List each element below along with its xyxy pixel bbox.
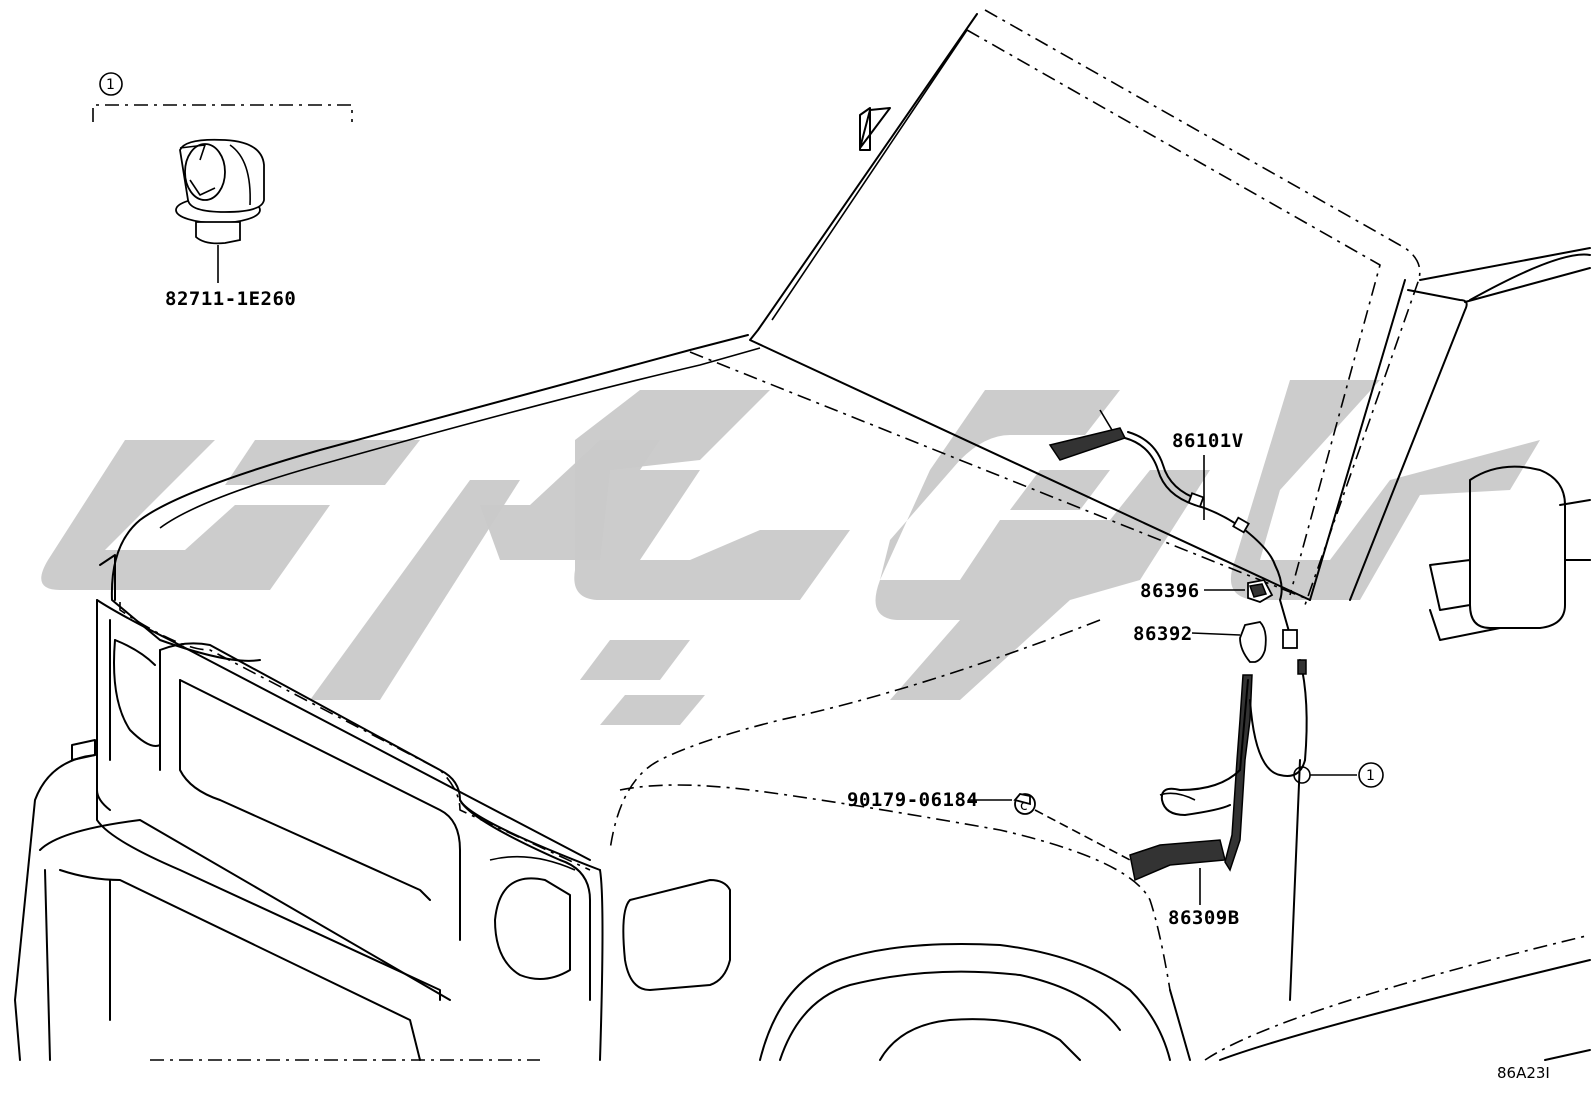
inset-callout-number: 1 [106,77,115,93]
part-label-wire-harness: 86101V [1172,430,1244,452]
antenna-cord-icon [1048,409,1298,649]
part-label-antenna-cord: 86309B [1168,907,1240,929]
cover-icon [1239,621,1267,663]
front-bumper [14,754,540,1061]
front-fender [599,759,1591,1061]
watermark-logo [41,380,1540,725]
grommet-icon [1247,578,1274,603]
svg-text:c: c [1020,798,1028,814]
inset-clip-group: 1 82711-1E260 [92,72,353,310]
part-label-cover: 86392 [1133,623,1193,645]
windshield [749,9,1421,606]
cab-side [1349,247,1591,641]
hood [110,107,1311,871]
front-grille [71,554,591,1001]
fender-callout-number: 1 [1366,768,1375,784]
part-label-screw: 90179-06184 [847,789,978,811]
figure-code: 86A23I [1497,1064,1550,1082]
screw-icon: c [1013,793,1036,815]
part-label-clip: 82711-1E260 [165,288,296,310]
clip-icon [175,138,265,245]
part-label-grommet: 86396 [1140,580,1200,602]
wire-harness-assembly: 86101V 86396 86392 86309B 1 [847,409,1384,929]
